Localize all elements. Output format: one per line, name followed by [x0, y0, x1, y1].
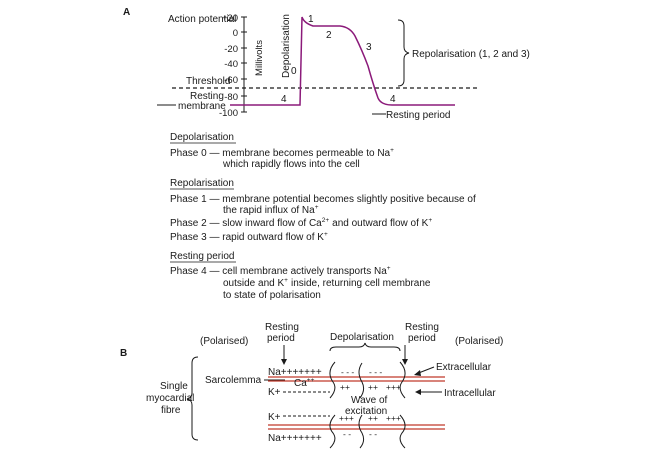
y-tick-label: -100	[219, 108, 238, 119]
phase-number: 2	[326, 30, 332, 41]
legend-phase0-line1: Phase 0 — membrane becomes permeable to …	[170, 147, 394, 159]
wave-label-2: excitation	[345, 406, 387, 417]
charges-top-inside-3: +++	[386, 382, 401, 392]
charges-bottom-inside: +++	[339, 413, 354, 423]
phase-number: 1	[308, 14, 314, 25]
legend-phase3: Phase 3 — rapid outward flow of K+	[170, 231, 328, 243]
phase-number: 0	[291, 66, 297, 77]
repolarisation-bracket	[397, 19, 410, 87]
legend-phase1-line1: Phase 1 — membrane potential becomes sli…	[170, 194, 476, 205]
polarised-right-label: (Polarised)	[455, 336, 503, 347]
action-potential-curve	[230, 16, 455, 106]
y-tick-label: -20	[224, 44, 238, 55]
legend-phase1-line2: the rapid influx of Na+	[223, 204, 319, 216]
charges-bottom-outside-2: - -	[369, 429, 377, 439]
legend-resting-heading: Resting period	[170, 251, 234, 262]
y-tick-label: -40	[224, 59, 238, 70]
charges-bottom-inside-2: ++	[368, 413, 378, 423]
resting-period-left-1: Resting	[265, 322, 299, 333]
charges-top-inside-2: ++	[368, 382, 378, 392]
ca-label: Ca++	[294, 377, 315, 389]
membrane-bottom	[268, 424, 445, 430]
legend-phase0-line2: which rapidly flows into the cell	[222, 159, 360, 170]
polarised-left-label: (Polarised)	[200, 336, 248, 347]
myocardial-label: myocardial	[146, 393, 194, 404]
repolarisation-bracket-label: Repolarisation (1, 2 and 3)	[412, 49, 530, 60]
resting-period-label: Resting period	[386, 110, 450, 121]
depolarisation-label-b: Depolarisation	[330, 332, 394, 343]
legend-phase2: Phase 2 — slow inward flow of Ca2+and ou…	[170, 217, 432, 229]
intracellular-label: Intracellular	[444, 388, 496, 399]
threshold-label: Threshold	[186, 76, 230, 87]
legend-phase4-line1: Phase 4 — cell membrane actively transpo…	[170, 265, 391, 277]
charges-bottom-inside-3: +++	[386, 413, 401, 423]
k-bottom-label: K+	[268, 412, 281, 423]
y-tick-label: +20	[222, 13, 238, 24]
y-axis-label: Millivolts	[254, 40, 265, 76]
fibre-brace	[186, 356, 199, 441]
legend-phase4-line3: to state of polarisation	[223, 290, 321, 301]
depolarisation-brace	[329, 342, 401, 352]
resting-left-arrowhead	[281, 359, 287, 365]
sarcolemma-label: Sarcolemma	[205, 375, 262, 386]
y-tick-label: -60	[224, 75, 238, 86]
membrane-top	[268, 376, 445, 382]
phase-number: 3	[366, 42, 372, 53]
wave-region-outline	[329, 361, 406, 449]
resting-period-right-1: Resting	[405, 322, 439, 333]
y-axis: +20 0 -20 -40 -60 -80 -100	[219, 13, 247, 119]
charges-top-outside: - - -	[341, 367, 354, 377]
y-tick-label: 0	[233, 28, 238, 39]
k-top-label: K+	[268, 387, 281, 398]
depolarisation-vertical-label: Depolarisation	[281, 14, 292, 78]
charges-top-outside-2: - - -	[369, 367, 382, 377]
legend-phase4-line2: outside and K+inside, returning cell mem…	[223, 277, 431, 289]
membrane-label: membrane	[178, 101, 226, 112]
charges-top-inside: ++	[340, 382, 350, 392]
fibre-label: fibre	[161, 405, 181, 416]
wave-label-1: Wave of	[351, 395, 388, 406]
panel-a-letter: A	[123, 7, 130, 18]
charges-bottom-outside: - -	[343, 429, 351, 439]
resting-right-arrowhead	[402, 359, 408, 365]
single-label: Single	[160, 381, 188, 392]
na-top-label: Na+++++++	[268, 367, 322, 378]
action-potential-label: Action potential	[168, 14, 236, 25]
legend-repolarisation-heading: Repolarisation	[170, 178, 234, 189]
legend-depolarisation-heading: Depolarisation	[170, 132, 234, 143]
phase-number: 4	[281, 94, 287, 105]
resting-period-left-2: period	[267, 333, 295, 344]
resting-label: Resting	[190, 91, 224, 102]
na-bottom-label: Na+++++++	[268, 433, 322, 444]
extracellular-label: Extracellular	[436, 362, 492, 373]
resting-period-right-2: period	[408, 333, 436, 344]
y-tick-label: -80	[224, 92, 238, 103]
panel-b-letter: B	[120, 348, 127, 359]
phase-number: 4	[390, 94, 396, 105]
